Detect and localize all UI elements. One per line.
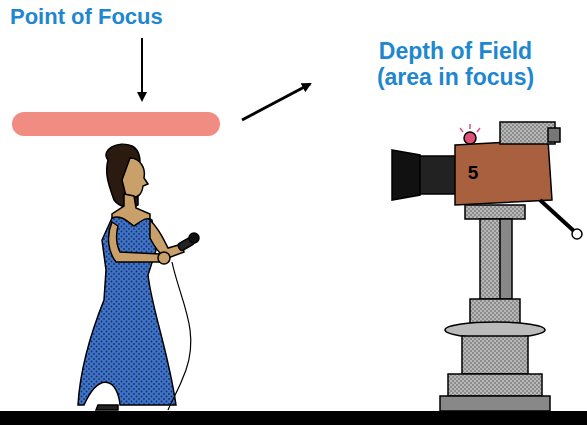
camera-number: 5 xyxy=(462,162,484,184)
callout-label: Depth of Field (area in focus) xyxy=(358,38,553,91)
focus-band xyxy=(12,112,220,136)
tv-camera xyxy=(392,122,582,411)
leader-arrow xyxy=(242,84,310,120)
leader-arrow xyxy=(141,38,143,100)
callout-label: Point of Focus xyxy=(10,4,240,29)
floor-line xyxy=(0,411,587,425)
singer-figure xyxy=(78,144,199,410)
